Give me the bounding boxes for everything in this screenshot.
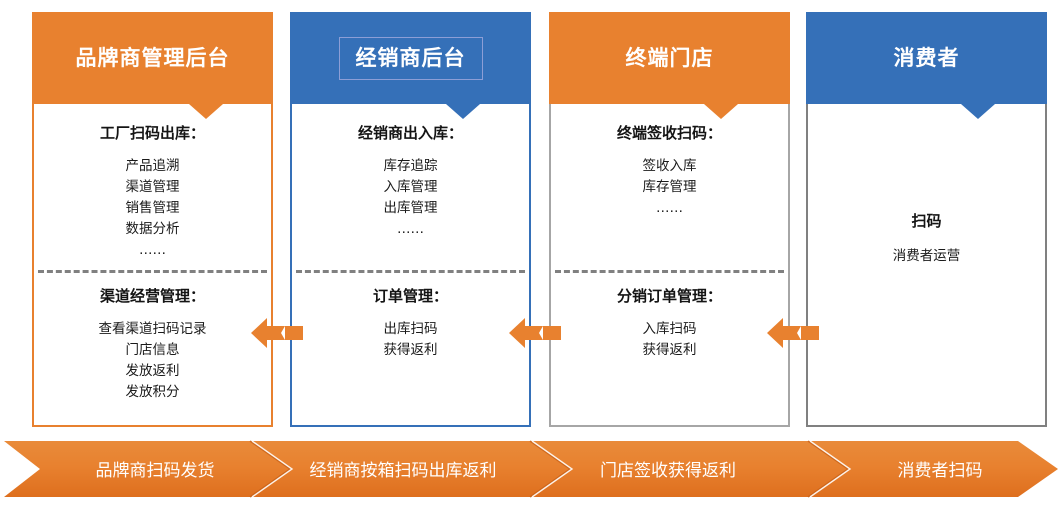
banner-step-label: 品牌商扫码发货 bbox=[95, 461, 215, 481]
section-divider bbox=[296, 270, 525, 273]
section-title: 经销商出入库： bbox=[357, 124, 463, 142]
section-terminal-receive-scan: 终端签收扫码： 签收入库 库存管理 …… bbox=[551, 124, 788, 219]
section-items: 查看渠道扫码记录 门店信息 发放返利 发放积分 bbox=[34, 319, 271, 403]
list-item: 出库扫码 bbox=[383, 321, 438, 337]
column-title: 品牌商管理后台 bbox=[75, 45, 230, 70]
header-notch-icon bbox=[446, 104, 480, 119]
column-header: 品牌商管理后台 bbox=[32, 12, 273, 104]
section-items: 入库扫码 获得返利 bbox=[551, 319, 788, 361]
list-item: 门店信息 bbox=[125, 341, 180, 358]
header-notch-icon bbox=[189, 104, 223, 119]
list-item: 发放返利 bbox=[125, 362, 180, 379]
column-body: 扫码 消费者运营 bbox=[806, 102, 1047, 427]
column-header: 消费者 bbox=[806, 12, 1047, 104]
column-consumer: 扫码 消费者运营 消费者 bbox=[806, 12, 1047, 427]
arrow-consumer-to-store bbox=[767, 316, 819, 350]
column-body: 终端签收扫码： 签收入库 库存管理 …… 分销订单管理： 入库扫码 获得返利 bbox=[549, 102, 790, 427]
section-order-management: 订单管理： 出库扫码 获得返利 bbox=[292, 287, 529, 361]
section-title: 渠道经营管理： bbox=[99, 287, 205, 305]
list-item: 签收入库 bbox=[642, 158, 697, 174]
section-channel-operation: 渠道经营管理： 查看渠道扫码记录 门店信息 发放返利 发放积分 bbox=[34, 287, 271, 403]
section-items: 签收入库 库存管理 …… bbox=[551, 156, 788, 219]
column-title: 经销商后台 bbox=[338, 36, 483, 80]
list-item: …… bbox=[397, 220, 424, 237]
list-item: 库存追踪 bbox=[383, 158, 438, 174]
banner-step-label: 消费者扫码 bbox=[897, 461, 983, 481]
chevron-banner-shape bbox=[4, 440, 1058, 498]
section-items: 库存追踪 入库管理 出库管理 …… bbox=[292, 156, 529, 240]
list-item: 发放积分 bbox=[125, 383, 180, 400]
process-banner bbox=[0, 437, 1064, 501]
list-item: 消费者运营 bbox=[892, 248, 961, 264]
column-header: 经销商后台 bbox=[290, 12, 531, 104]
supply-chain-columns: 工厂扫码出库： 产品追溯 渠道管理 销售管理 数据分析 …… 渠道经营管理： 查… bbox=[32, 12, 1047, 427]
section-distribution-order: 分销订单管理： 入库扫码 获得返利 bbox=[551, 287, 788, 361]
section-title: 扫码 bbox=[911, 212, 942, 230]
section-divider bbox=[555, 270, 784, 273]
section-factory-scan-out: 工厂扫码出库： 产品追溯 渠道管理 销售管理 数据分析 …… bbox=[34, 124, 271, 261]
section-title: 工厂扫码出库： bbox=[99, 124, 205, 142]
list-item: 数据分析 bbox=[125, 220, 180, 237]
arrow-store-to-distributor bbox=[509, 316, 561, 350]
column-terminal-store: 终端签收扫码： 签收入库 库存管理 …… 分销订单管理： 入库扫码 获得返利 终… bbox=[549, 12, 790, 427]
list-item: 入库管理 bbox=[383, 178, 438, 195]
section-title: 订单管理： bbox=[372, 287, 448, 305]
list-item: …… bbox=[656, 199, 683, 216]
left-arrow-icon bbox=[251, 318, 303, 348]
list-item: 获得返利 bbox=[383, 341, 438, 358]
list-item: 渠道管理 bbox=[125, 178, 180, 195]
column-title: 消费者 bbox=[893, 45, 960, 70]
left-arrow-icon bbox=[767, 318, 819, 348]
section-items: 消费者运营 bbox=[808, 246, 1045, 267]
list-item: 出库管理 bbox=[383, 199, 438, 216]
header-notch-icon bbox=[961, 104, 995, 119]
list-item: 库存管理 bbox=[642, 178, 697, 195]
list-item: 入库扫码 bbox=[642, 321, 697, 337]
column-body: 工厂扫码出库： 产品追溯 渠道管理 销售管理 数据分析 …… 渠道经营管理： 查… bbox=[32, 102, 273, 427]
list-item: 获得返利 bbox=[642, 341, 697, 358]
banner-step-label: 经销商按箱扫码出库返利 bbox=[309, 461, 497, 481]
list-item: 产品追溯 bbox=[125, 158, 180, 174]
column-body: 经销商出入库： 库存追踪 入库管理 出库管理 …… 订单管理： 出库扫码 获得返… bbox=[290, 102, 531, 427]
section-distributor-inout: 经销商出入库： 库存追踪 入库管理 出库管理 …… bbox=[292, 124, 529, 240]
column-brand-owner: 工厂扫码出库： 产品追溯 渠道管理 销售管理 数据分析 …… 渠道经营管理： 查… bbox=[32, 12, 273, 427]
banner-step-label: 门店签收获得返利 bbox=[600, 461, 736, 481]
section-items: 产品追溯 渠道管理 销售管理 数据分析 …… bbox=[34, 156, 271, 261]
column-distributor: 经销商出入库： 库存追踪 入库管理 出库管理 …… 订单管理： 出库扫码 获得返… bbox=[290, 12, 531, 427]
section-items: 出库扫码 获得返利 bbox=[292, 319, 529, 361]
section-title: 分销订单管理： bbox=[616, 287, 722, 305]
left-arrow-icon bbox=[509, 318, 561, 348]
list-item: 查看渠道扫码记录 bbox=[98, 321, 207, 337]
list-item: 销售管理 bbox=[125, 199, 180, 216]
section-consumer-scan: 扫码 消费者运营 bbox=[808, 212, 1045, 267]
section-title: 终端签收扫码： bbox=[616, 124, 722, 142]
list-item: …… bbox=[139, 241, 166, 258]
section-divider bbox=[38, 270, 267, 273]
column-title: 终端门店 bbox=[625, 45, 714, 70]
column-header: 终端门店 bbox=[549, 12, 790, 104]
arrow-distributor-to-brand bbox=[251, 316, 303, 350]
header-notch-icon bbox=[704, 104, 738, 119]
